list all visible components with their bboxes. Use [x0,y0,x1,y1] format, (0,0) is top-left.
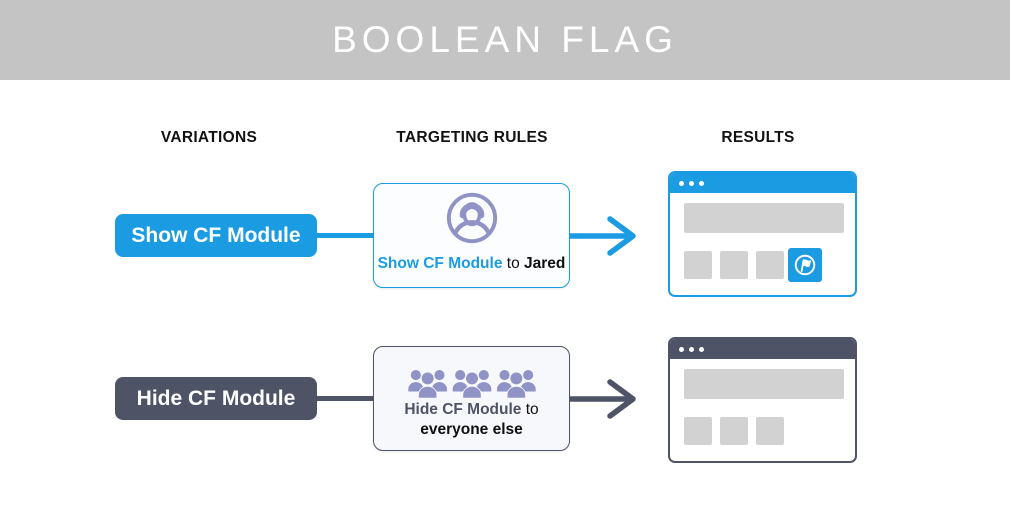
result-browser-window-row2 [668,337,857,463]
page-title: BOOLEAN FLAG [332,19,678,60]
column-heading-targeting-rules: TARGETING RULES [396,129,548,146]
connector-line-row1 [316,233,374,238]
browser-title-bar [670,173,855,193]
caption-line-2: everyone else [374,420,569,440]
variation-pill-hide-cf-module: Hide CF Module [115,377,317,420]
crowd-icon [374,362,569,402]
browser-title-bar [670,339,855,359]
flag-name-text: Show CF Module [377,255,503,272]
content-placeholder-tile [684,417,712,445]
targeting-rule-caption-row1: Show CF Module to Jared [374,254,569,274]
result-browser-window-row1 [668,171,857,297]
audience-text: everyone else [420,421,523,438]
targeting-rule-caption-row2: Hide CF Module to everyone else [374,400,569,440]
content-placeholder-tile [720,251,748,279]
arrow-right-icon [570,377,650,421]
connector-word: to [506,255,520,272]
arrow-right-icon [570,214,650,258]
window-dot-icon [679,346,684,352]
user-icon [374,191,569,245]
connector-line-row2 [316,396,374,401]
content-placeholder-tile [684,251,712,279]
connector-word: to [525,401,539,418]
content-placeholder-banner [684,369,844,399]
column-heading-results: RESULTS [721,129,795,146]
targeting-rule-card-row2: Hide CF Module to everyone else [373,346,570,451]
caption-line-1: Hide CF Module to [374,400,569,420]
window-dot-icon [679,180,684,186]
column-heading-variations: VARIATIONS [160,129,258,146]
window-dot-icon [699,346,704,352]
content-placeholder-tile [756,417,784,445]
content-placeholder-banner [684,203,844,233]
window-dot-icon [689,346,694,352]
variation-pill-show-cf-module: Show CF Module [115,214,317,257]
audience-text: Jared [524,255,566,272]
cf-module-flag-icon [788,248,822,282]
flag-name-text: Hide CF Module [404,401,522,418]
diagram-header: BOOLEAN FLAG [0,0,1010,80]
content-placeholder-tile [720,417,748,445]
window-dot-icon [689,180,694,186]
targeting-rule-card-row1: Show CF Module to Jared [373,183,570,288]
window-dot-icon [699,180,704,186]
content-placeholder-tile [756,251,784,279]
